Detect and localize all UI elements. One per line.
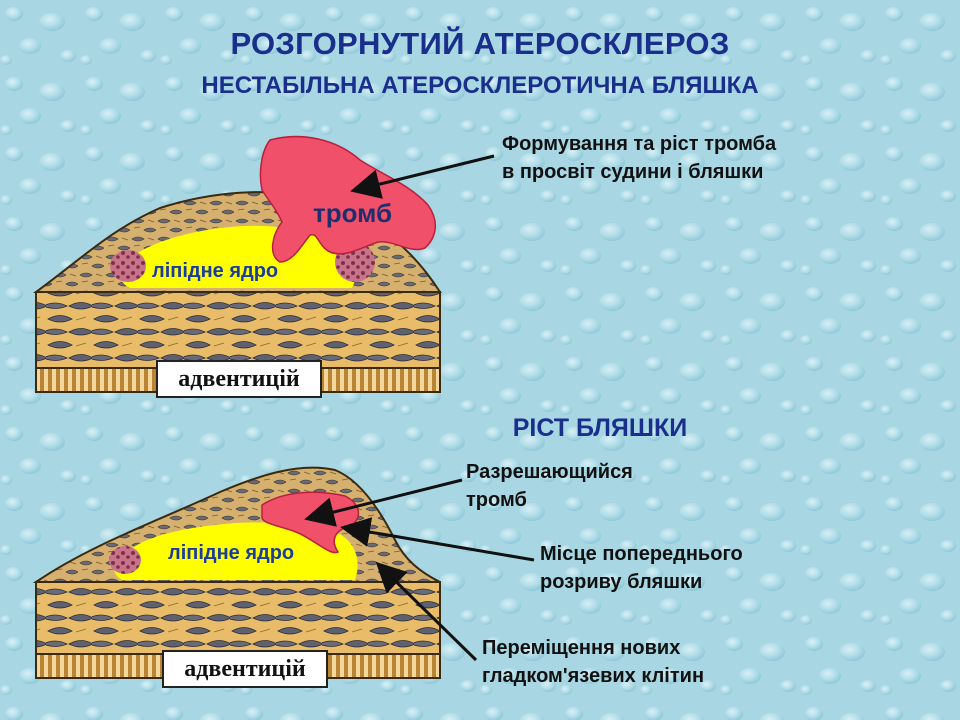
- arrow-previous-rupture: [340, 517, 535, 562]
- top-foam-cells-left: [110, 250, 146, 282]
- top-thrombus: [259, 135, 436, 263]
- arrow-cell-migration: [375, 561, 478, 662]
- bottom-media-layer: [35, 581, 441, 655]
- top-adventitia-label: адвентицій: [156, 360, 322, 398]
- bottom-plaque-diagram: [32, 466, 441, 679]
- top-media-layer: [35, 291, 441, 369]
- bottom-lipid-core: [114, 522, 358, 580]
- bottom-adventitia-label: адвентицій: [162, 650, 328, 688]
- annotation-smooth-muscle-migration: Переміщення нових гладком'язевих клітин: [482, 637, 705, 687]
- subtitle: НЕСТАБІЛЬНА АТЕРОСКЛЕРОТИЧНА БЛЯШКА: [201, 72, 759, 99]
- thrombus-label: тромб: [313, 198, 393, 228]
- annotation-resolving-thrombus: Разрешающийся тромб: [466, 461, 633, 511]
- arrow-resolving-thrombus: [304, 478, 463, 527]
- top-plaque-diagram: [32, 135, 442, 393]
- top-lipid-core-label: ліпідне ядро: [152, 260, 279, 282]
- bottom-foam-cells: [109, 546, 141, 574]
- bottom-lipid-core-label: ліпідне ядро: [168, 542, 295, 564]
- main-title: РОЗГОРНУТИЙ АТЕРОСКЛЕРОЗ: [230, 26, 730, 61]
- arrow-thrombus-growth: [350, 154, 495, 199]
- annotation-previous-rupture: Місце попереднього розриву бляшки: [540, 543, 743, 593]
- annotation-thrombus-growth: Формування та ріст тромба в просвіт суди…: [502, 133, 777, 183]
- section-title-plaque-growth: РІСТ БЛЯШКИ: [512, 414, 688, 442]
